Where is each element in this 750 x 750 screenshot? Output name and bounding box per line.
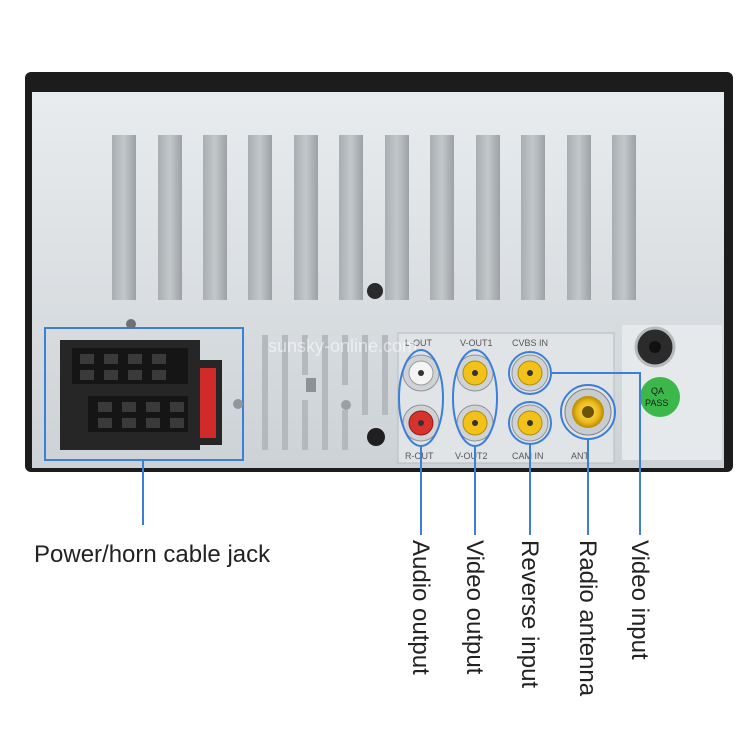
ground-screw — [233, 399, 243, 409]
label-ant: ANT — [571, 451, 590, 461]
rca-jack-v-out2 — [456, 404, 494, 442]
audio-jack-hole — [367, 428, 385, 446]
callout-audio-output: Audio output — [407, 540, 434, 675]
screw-middle — [341, 400, 351, 410]
callout-power-horn-jack: Power/horn cable jack — [34, 541, 271, 568]
rca-jack-v-out1 — [456, 354, 494, 392]
lower-vent-slots — [262, 335, 388, 450]
rca-jack-l-out — [402, 354, 440, 392]
vent-slots — [112, 135, 636, 300]
qa-pass-badge — [640, 377, 680, 417]
label-cam-in: CAM IN — [512, 451, 544, 461]
callout-lines — [142, 439, 589, 535]
top-screw — [126, 319, 136, 329]
watermark: sunsky-online.com — [268, 336, 417, 356]
label-cvbs-in: CVBS IN — [512, 338, 548, 348]
label-v-out2: V-OUT2 — [455, 451, 488, 461]
callout-video-output: Video output — [461, 540, 488, 675]
pass-label: PASS — [645, 398, 668, 408]
label-v-out1: V-OUT1 — [460, 338, 493, 348]
callout-video-input: Video input — [626, 540, 653, 660]
iso-connector — [60, 340, 222, 450]
fuse-red — [200, 368, 216, 438]
rca-jack-r-out — [402, 404, 440, 442]
callout-reverse-input: Reverse input — [516, 540, 543, 689]
screw-hole-top — [367, 283, 383, 299]
antenna-jack — [564, 388, 612, 436]
video-input-leader — [551, 372, 641, 535]
qa-label: QA — [651, 386, 664, 396]
label-l-out: L-OUT — [405, 338, 433, 348]
label-r-out: R-OUT — [405, 451, 434, 461]
small-clip-slot — [306, 378, 316, 392]
rca-jack-cvbs-in — [511, 354, 549, 392]
callout-radio-antenna: Radio antenna — [574, 540, 601, 697]
rca-jack-cam-in — [511, 404, 549, 442]
